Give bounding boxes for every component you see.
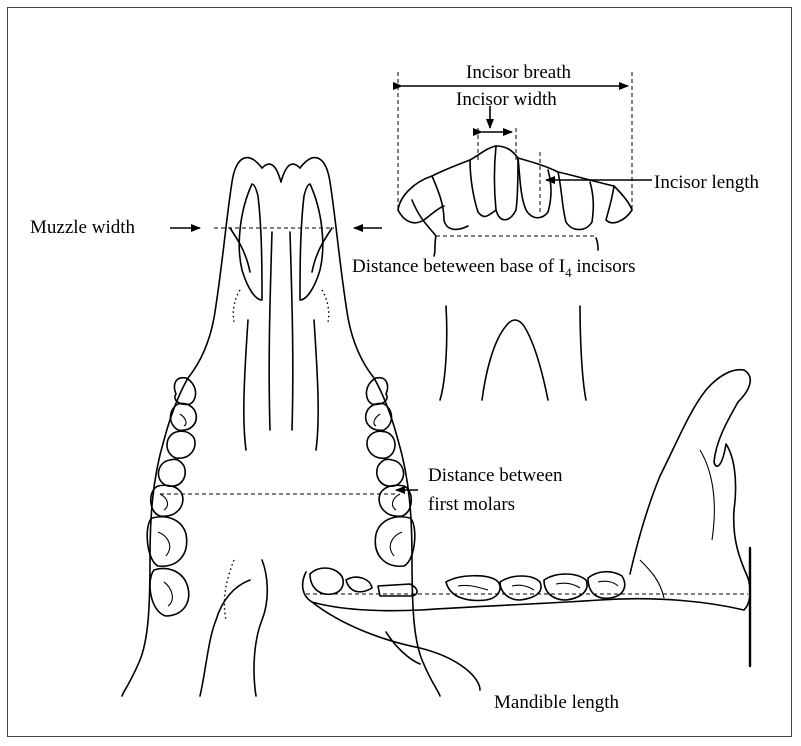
- base-distance-label: Distance beteween base of I4 incisors: [352, 256, 635, 279]
- incisor-arc: [398, 146, 632, 256]
- jaw-fragment: [440, 306, 586, 400]
- muzzle-width-label: Muzzle width: [30, 217, 135, 239]
- mandible-length-label: Mandible length: [494, 692, 619, 714]
- first-molars-label-line2: first molars: [428, 494, 515, 516]
- right-tooth-row: [366, 378, 415, 567]
- mandible: [303, 370, 751, 690]
- incisor-width-label: Incisor width: [456, 89, 557, 111]
- incisor-length-label: Incisor length: [654, 172, 759, 194]
- incisor-breath-label: Incisor breath: [466, 62, 571, 84]
- first-molars-label-line1: Distance between: [428, 465, 563, 487]
